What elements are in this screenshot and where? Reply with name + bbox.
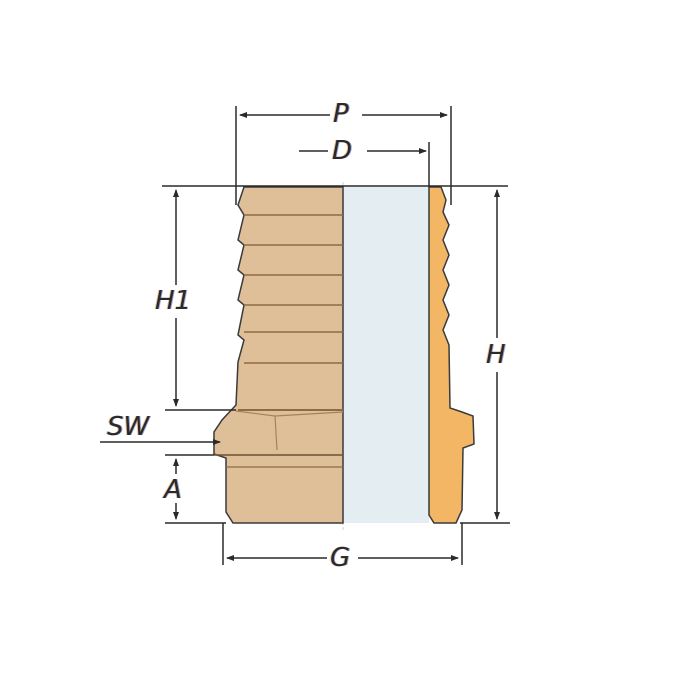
- label-h: H: [483, 342, 509, 368]
- label-sw: SW: [107, 412, 150, 442]
- dimension-d: [299, 142, 430, 187]
- label-g: G: [327, 545, 354, 571]
- dimension-g: [222, 523, 463, 565]
- dimension-h1: [165, 189, 236, 411]
- label-d: D: [329, 138, 356, 164]
- dimension-a: [165, 454, 226, 524]
- barb-body: [213, 186, 344, 524]
- label-a: A: [161, 477, 185, 503]
- label-h1: H1: [152, 288, 195, 314]
- bore-section: [343, 187, 429, 523]
- label-p: P: [330, 101, 352, 127]
- dimension-p: [235, 106, 452, 205]
- section-cut: [428, 186, 475, 524]
